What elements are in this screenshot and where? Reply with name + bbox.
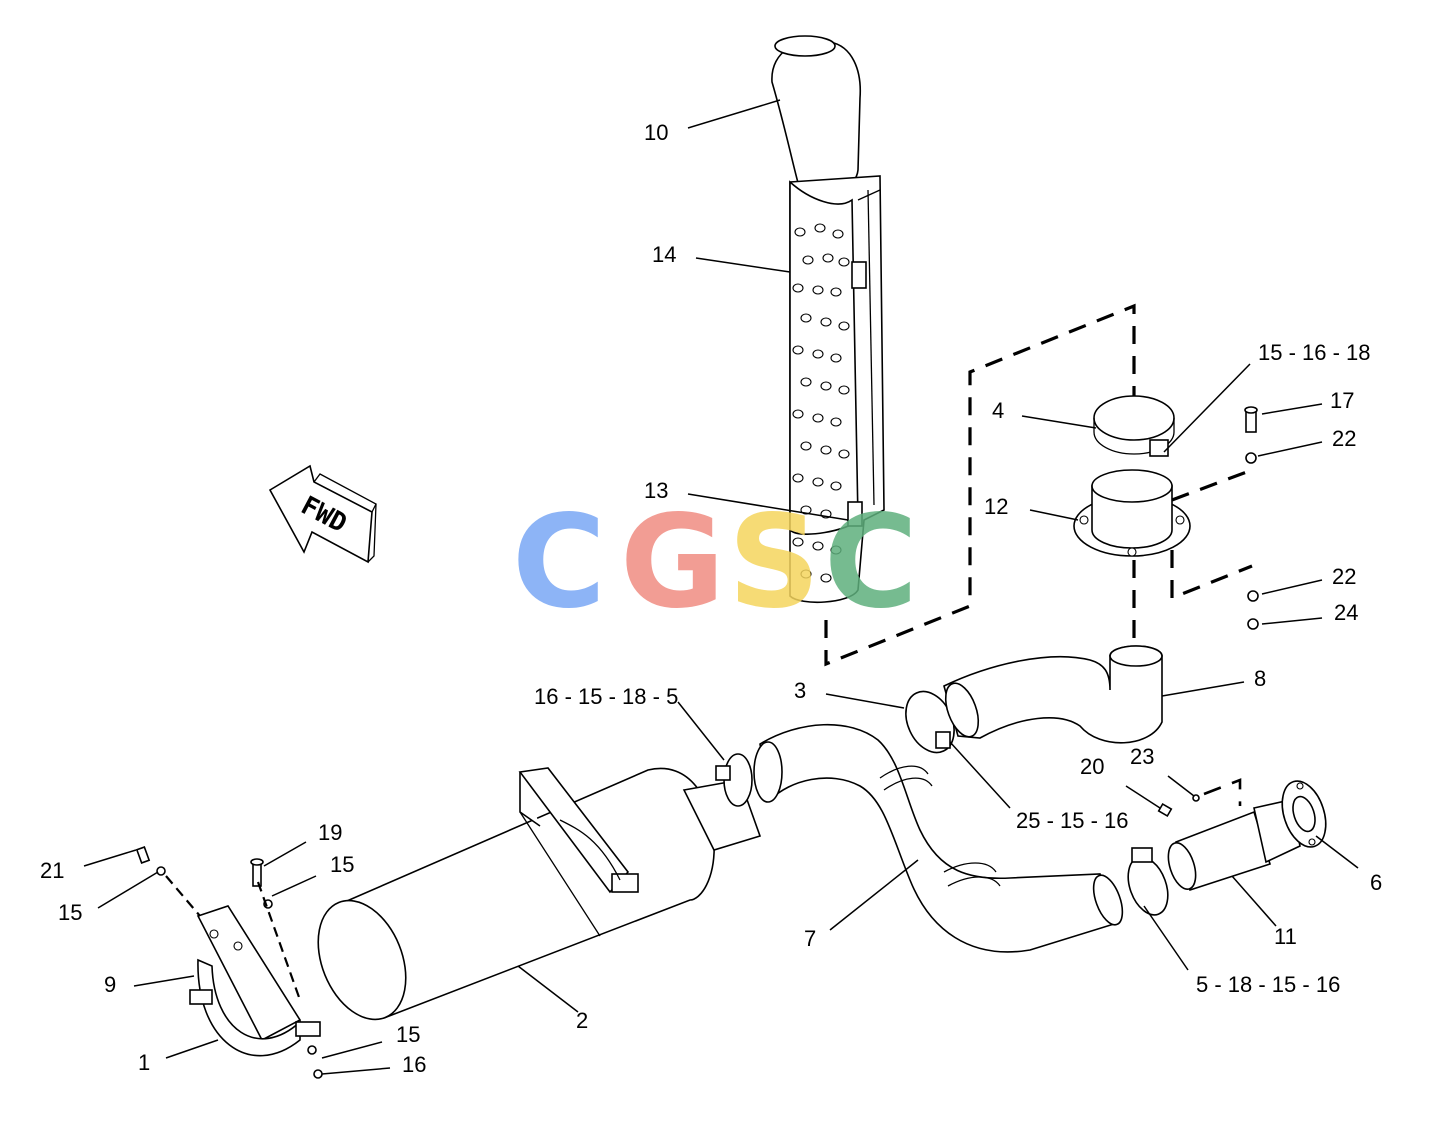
callout-11: 11 bbox=[1274, 924, 1297, 949]
callout-15-bracket: 15 bbox=[330, 852, 354, 877]
washer-15-bottom bbox=[307, 1045, 317, 1055]
callout-1: 1 bbox=[138, 1050, 150, 1075]
washer-23 bbox=[1192, 794, 1200, 802]
band-clamp-5-front bbox=[715, 753, 753, 807]
callout-15-bottom: 15 bbox=[396, 1022, 420, 1047]
watermark-letter-4: C bbox=[824, 488, 918, 637]
callout-13: 13 bbox=[644, 478, 668, 503]
callout-20: 20 bbox=[1080, 754, 1104, 779]
callout-7: 7 bbox=[804, 926, 816, 951]
tube-11 bbox=[1167, 799, 1301, 892]
callout-21: 21 bbox=[40, 858, 64, 883]
muffler-2 bbox=[317, 767, 762, 1021]
callout-labels: 10 14 13 4 15 - 16 - 18 17 22 12 22 24 8… bbox=[40, 120, 1382, 1077]
bolt-20 bbox=[1157, 802, 1173, 818]
band-clamp-4 bbox=[1093, 395, 1175, 457]
callout-10: 10 bbox=[644, 120, 668, 145]
band-clamp-3 bbox=[905, 690, 955, 754]
callout-23: 23 bbox=[1130, 744, 1154, 769]
exhaust-stack bbox=[771, 35, 862, 191]
washer-22-lower bbox=[1247, 590, 1259, 602]
exhaust-pipe-7 bbox=[753, 723, 1124, 953]
watermark-cgsc: C G S C bbox=[512, 488, 918, 637]
callout-2: 2 bbox=[576, 1008, 588, 1033]
callout-24: 24 bbox=[1334, 600, 1358, 625]
callout-16-bottom: 16 bbox=[402, 1052, 426, 1077]
hardware bbox=[135, 406, 1259, 1079]
bolt-21 bbox=[135, 846, 151, 864]
callout-17: 17 bbox=[1330, 388, 1354, 413]
forward-direction-arrow: FWD bbox=[268, 464, 377, 564]
bolt-17 bbox=[1244, 406, 1258, 433]
watermark-letter-3: S bbox=[728, 488, 820, 637]
bolt-19 bbox=[250, 858, 264, 887]
flange-6 bbox=[1281, 780, 1327, 848]
callout-3: 3 bbox=[794, 678, 806, 703]
watermark-letter-2: G bbox=[620, 488, 725, 637]
callout-19: 19 bbox=[318, 820, 342, 845]
heat-guard bbox=[789, 175, 885, 604]
callout-5-18-15-16: 5 - 18 - 15 - 16 bbox=[1196, 972, 1340, 997]
callout-22-upper: 22 bbox=[1332, 426, 1356, 451]
callout-12: 12 bbox=[984, 494, 1008, 519]
callout-6: 6 bbox=[1370, 870, 1382, 895]
callout-22-lower: 22 bbox=[1332, 564, 1356, 589]
mount-bracket-9 bbox=[196, 905, 302, 1042]
muffler-clamp-1 bbox=[189, 958, 321, 1057]
nut-16-bottom bbox=[313, 1069, 323, 1079]
callout-4: 4 bbox=[992, 398, 1004, 423]
band-clamp-5-rear bbox=[1127, 847, 1169, 916]
nut-24 bbox=[1247, 618, 1259, 630]
leader-lines bbox=[83, 99, 1359, 1075]
washer-22-upper bbox=[1245, 452, 1257, 464]
flange-adapter-12 bbox=[1073, 469, 1191, 557]
callout-25-15-16: 25 - 15 - 16 bbox=[1016, 808, 1129, 833]
callout-15-left: 15 bbox=[58, 900, 82, 925]
elbow-8 bbox=[943, 645, 1163, 744]
callout-9: 9 bbox=[104, 972, 116, 997]
washer-15-left bbox=[156, 866, 166, 876]
callout-14: 14 bbox=[652, 242, 676, 267]
callout-15-16-18: 15 - 16 - 18 bbox=[1258, 340, 1371, 365]
perforation-holes bbox=[792, 223, 850, 583]
watermark-letter-1: C bbox=[512, 488, 606, 637]
callout-8: 8 bbox=[1254, 666, 1266, 691]
callout-16-15-18-5: 16 - 15 - 18 - 5 bbox=[534, 684, 678, 709]
assembly-path-dashed bbox=[824, 303, 1253, 667]
